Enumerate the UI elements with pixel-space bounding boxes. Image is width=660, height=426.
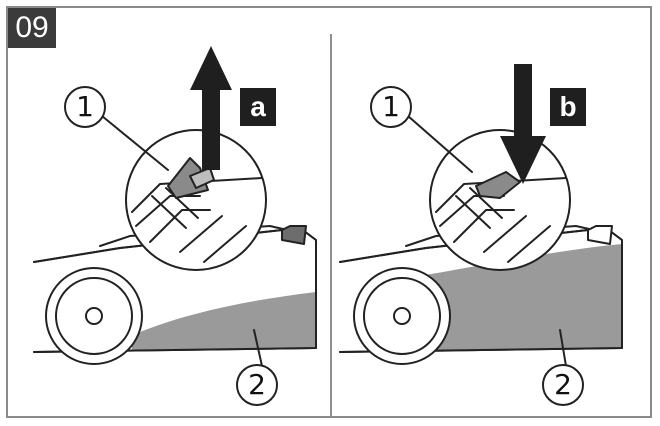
right-panel-drawing <box>339 115 623 367</box>
down-arrow <box>500 64 546 184</box>
left-wheel-outer <box>45 267 143 365</box>
left-zoom-circle <box>125 129 267 271</box>
left-panel-drawing <box>33 115 317 367</box>
right-wheel-outer <box>353 267 451 365</box>
up-arrow <box>190 46 232 170</box>
step-number-badge: 09 <box>8 8 56 48</box>
right-release-tab <box>475 171 521 199</box>
right-zoom-circle <box>429 129 571 271</box>
panel-label-b: b <box>550 88 586 126</box>
right-callout-2: 2 <box>542 364 584 406</box>
left-clip <box>281 225 307 245</box>
left-callout-1: 1 <box>64 86 106 128</box>
left-callout-2: 2 <box>236 364 278 406</box>
panel-label-a: a <box>240 88 276 126</box>
right-wheel-hub <box>393 307 411 325</box>
left-wheel-hub <box>85 307 103 325</box>
panel-divider <box>330 34 332 416</box>
right-gray-cover <box>420 244 622 352</box>
right-callout-1: 1 <box>370 86 412 128</box>
left-gray-cover <box>132 292 316 350</box>
